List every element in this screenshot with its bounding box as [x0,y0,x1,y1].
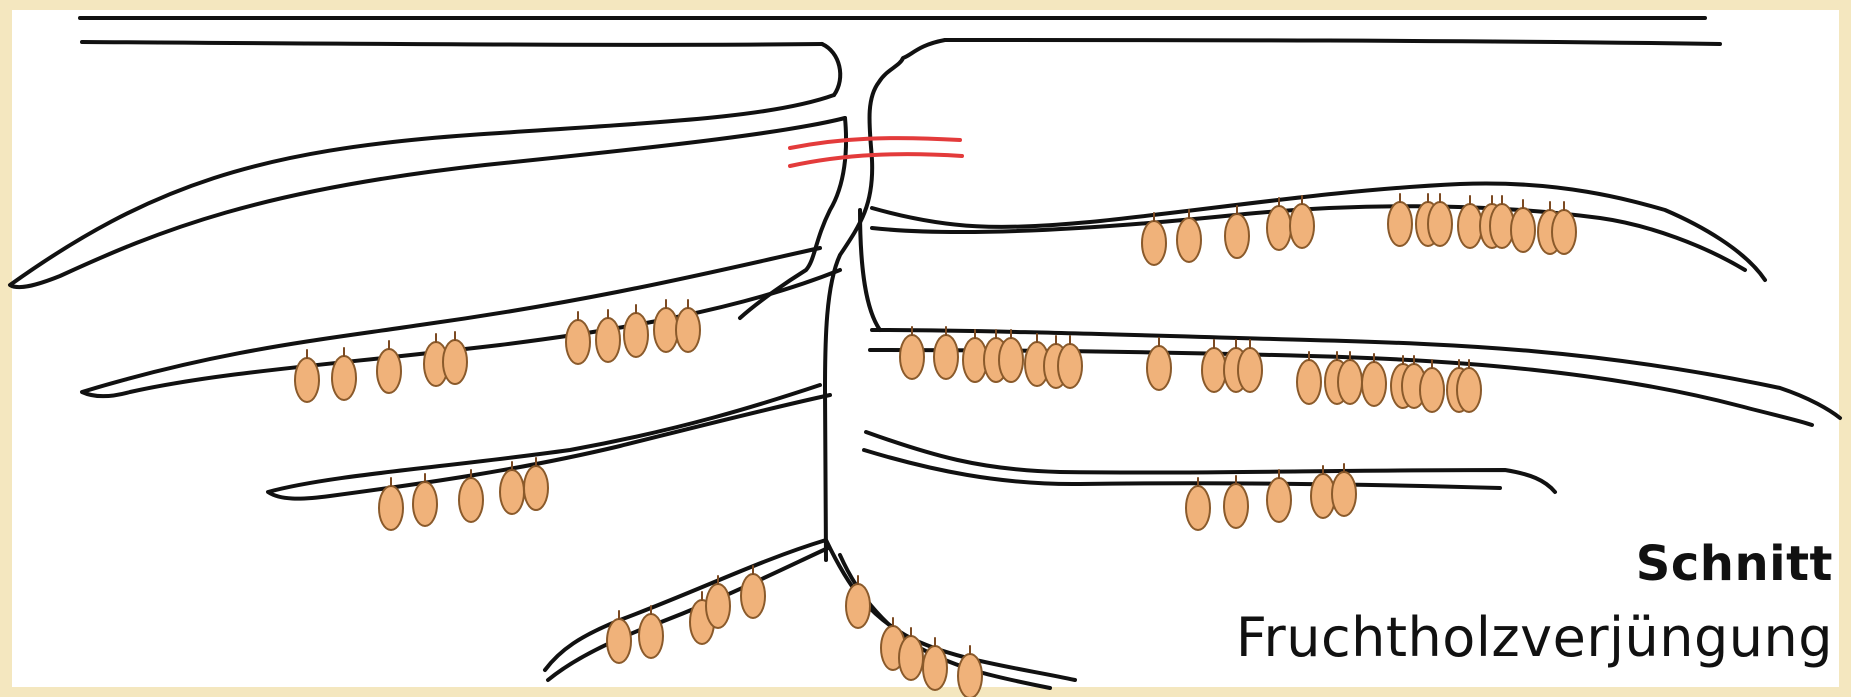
fruit-bud [1267,206,1291,250]
diagram-title: Schnitt [1636,536,1833,592]
fruit-bud [676,308,700,352]
fruit-bud [1420,368,1444,412]
fruit-bud [654,308,678,352]
fruit-bud [741,574,765,618]
fruit-bud [923,646,947,690]
fruit-bud [1388,202,1412,246]
bottom-left-branch [545,540,826,670]
fruit-bud [332,356,356,400]
fruit-bud [1224,484,1248,528]
fruit-bud [900,335,924,379]
cut-mark-upper [790,138,960,148]
fruit-bud [1332,472,1356,516]
fruit-bud [934,335,958,379]
fruit-bud [1362,362,1386,406]
top-limb-upper [80,15,1705,18]
fruit-bud [1297,360,1321,404]
fruit-bud [1238,348,1262,392]
fruit-bud [1290,204,1314,248]
fruit-bud [500,470,524,514]
top-limb-lower [82,42,822,45]
fruit-bud [1458,204,1482,248]
fruit-bud [1177,218,1201,262]
fruit-bud [639,614,663,658]
fruit-bud [958,654,982,697]
fruit-bud [379,486,403,530]
fruit-bud [1457,368,1481,412]
fruit-bud [1338,360,1362,404]
fruit-bud [1225,214,1249,258]
fruit-bud [1511,208,1535,252]
fruit-bud [706,584,730,628]
fruit-bud [1142,221,1166,265]
fruit-bud [899,636,923,680]
top-limb-right-lower [945,40,1720,44]
fruit-bud [624,313,648,357]
upper-left-branch [10,95,845,287]
diagram-subtitle: Fruchtholzverjüngung [1236,606,1833,669]
cut-mark-lower [790,154,962,166]
fruit-bud [524,466,548,510]
fruit-bud [1552,210,1576,254]
lower-left-branch [268,385,830,499]
fruit-bud [295,358,319,402]
bottom-left-branch-lower [548,548,828,680]
fruit-bud [566,320,590,364]
fruit-bud [999,338,1023,382]
fruit-bud [413,482,437,526]
fruit-bud [596,318,620,362]
fruit-bud [1428,202,1452,246]
fruit-bud [607,619,631,663]
cut-marks [790,138,962,166]
fruit-bud [1186,486,1210,530]
trunk-left [822,44,840,95]
fruit-bud [846,584,870,628]
fruit-bud [1058,344,1082,388]
fruit-bud [377,349,401,393]
fruit-bud [459,478,483,522]
fruit-bud [1267,478,1291,522]
fruit-bud [1202,348,1226,392]
branch-lines [10,15,1840,688]
fruit-bud [1147,346,1171,390]
fruit-bud [443,340,467,384]
